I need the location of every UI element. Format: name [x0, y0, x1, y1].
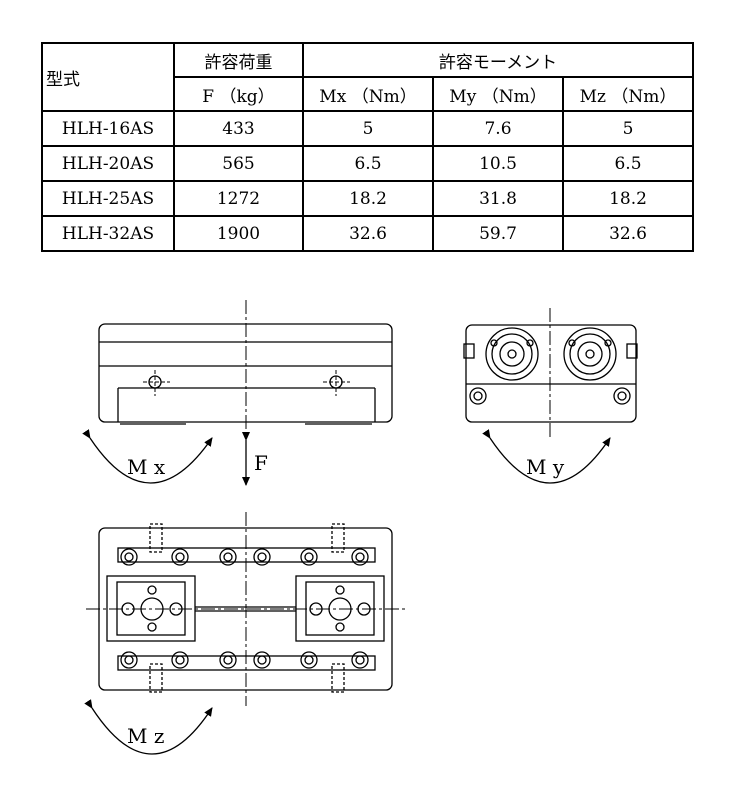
- cell-model: HLH-16AS: [41, 110, 175, 147]
- cell-model: HLH-20AS: [41, 145, 175, 182]
- my-arrow: [482, 429, 611, 484]
- cell-f: 433: [173, 110, 304, 147]
- cell-mx: 32.6: [302, 215, 434, 252]
- subheader-mx: Mx （Nm）: [302, 76, 434, 112]
- end-view: [463, 308, 638, 440]
- bolt-hole: [143, 370, 170, 396]
- cell-mz: 6.5: [562, 145, 694, 182]
- subheader-my: My （Nm）: [432, 76, 564, 112]
- cell-model: HLH-32AS: [41, 215, 175, 252]
- carriage-right-holes: [309, 585, 371, 632]
- cell-my: 31.8: [432, 180, 564, 217]
- cell-f: 1900: [173, 215, 304, 252]
- cell-mx: 5: [302, 110, 434, 147]
- mount-hole: [613, 387, 631, 405]
- allowable-load-table: 型式 許容荷重 許容モーメント F （kg） Mx （Nm） My （Nm） M…: [41, 42, 694, 252]
- table-row: HLH-32AS 1900 32.6 59.7 32.6: [41, 215, 694, 252]
- rail-holes-top: [120, 548, 369, 566]
- table-row: HLH-16AS 433 5 7.6 5: [41, 110, 694, 147]
- cell-mx: 6.5: [302, 145, 434, 182]
- rail-holes-bottom: [120, 651, 369, 669]
- carriage-left-holes: [121, 585, 183, 632]
- model-header: 型式: [41, 42, 175, 112]
- cell-mz: 18.2: [562, 180, 694, 217]
- bolt-hole: [323, 370, 350, 396]
- cell-mz: 5: [562, 110, 694, 147]
- side-view: [98, 300, 393, 436]
- cell-f: 1272: [173, 180, 304, 217]
- f-label: F: [254, 451, 268, 475]
- table-row: HLH-25AS 1272 18.2 31.8 18.2: [41, 180, 694, 217]
- cell-my: 59.7: [432, 215, 564, 252]
- roller-right: [563, 327, 617, 381]
- cell-my: 10.5: [432, 145, 564, 182]
- cell-mx: 18.2: [302, 180, 434, 217]
- mz-label: M z: [127, 724, 164, 748]
- my-label: M y: [526, 455, 565, 479]
- mount-hole: [469, 387, 487, 405]
- moment-header: 許容モーメント: [302, 42, 694, 78]
- mz-arrow: [84, 699, 213, 755]
- cell-model: HLH-25AS: [41, 180, 175, 217]
- cell-f: 565: [173, 145, 304, 182]
- cell-mz: 32.6: [562, 215, 694, 252]
- table-row: HLH-20AS 565 6.5 10.5 6.5: [41, 145, 694, 182]
- top-view: [86, 512, 408, 706]
- load-header: 許容荷重: [173, 42, 304, 78]
- subheader-f: F （kg）: [173, 76, 304, 112]
- cell-my: 7.6: [432, 110, 564, 147]
- mx-label: M x: [127, 455, 166, 479]
- mx-arrow: [82, 429, 213, 484]
- subheader-mz: Mz （Nm）: [562, 76, 694, 112]
- roller-left: [485, 327, 539, 381]
